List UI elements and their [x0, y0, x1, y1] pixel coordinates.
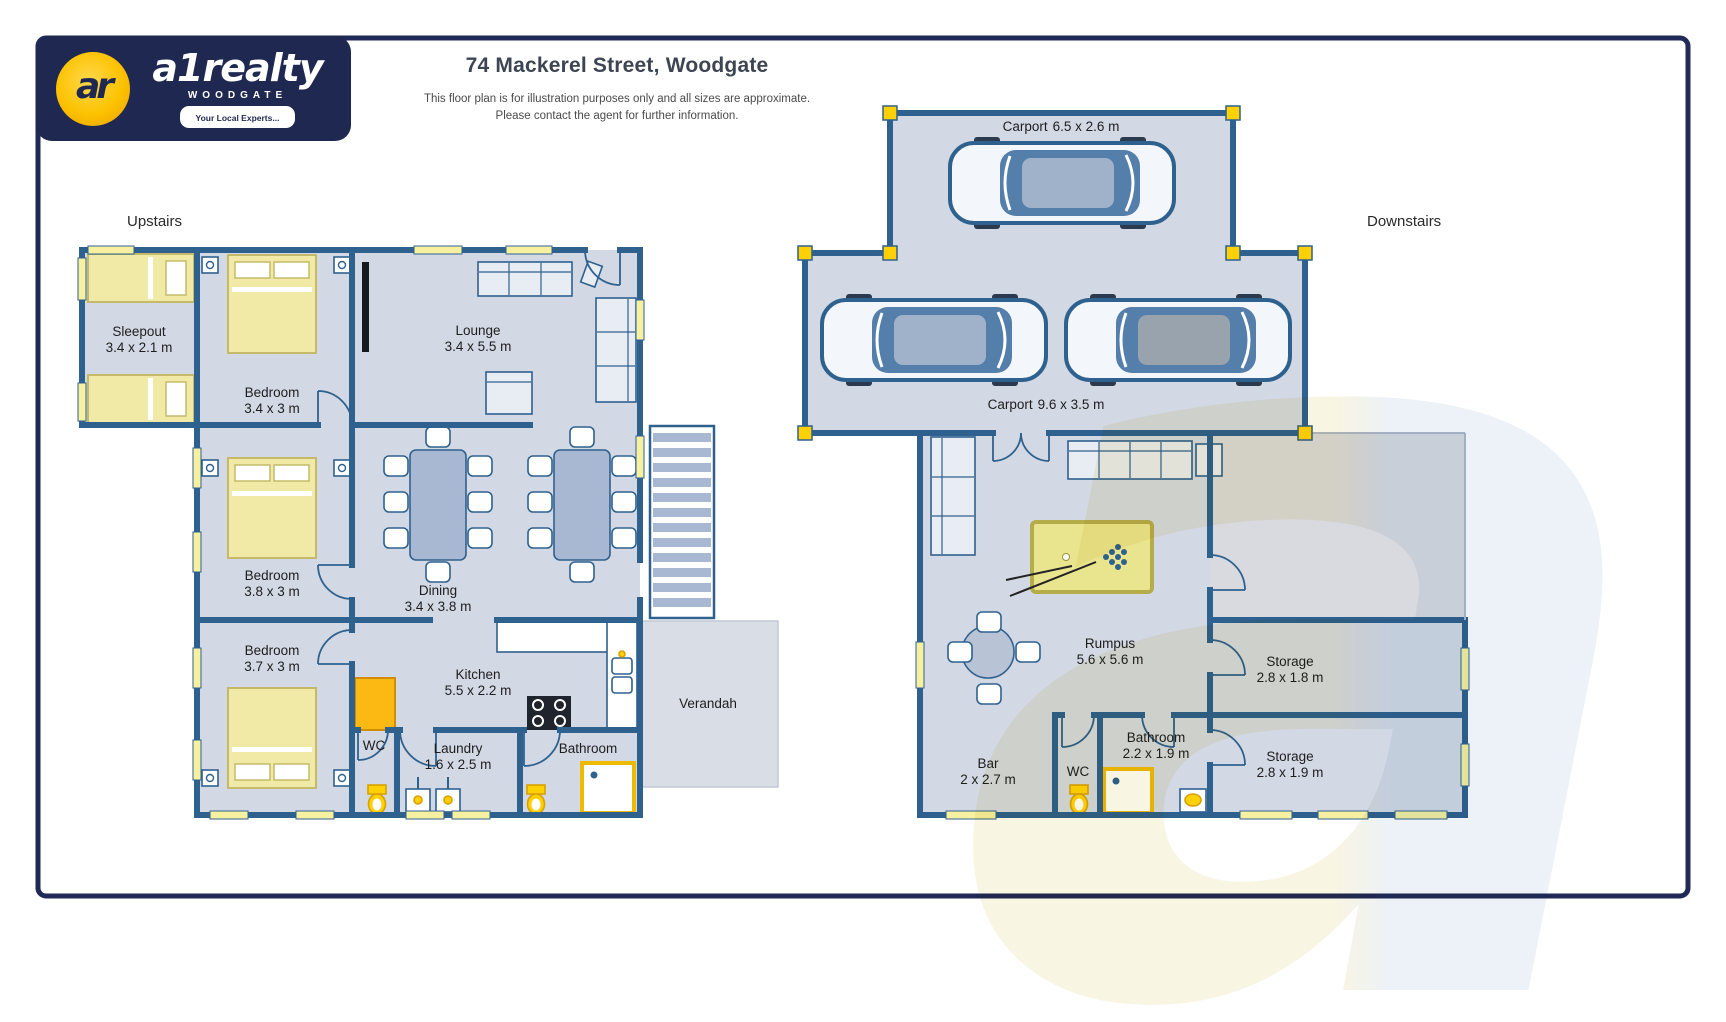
tv-icon: [362, 262, 369, 352]
room-label: WC: [363, 738, 386, 753]
logo-text: a1realty WOODGATE Your Local Experts...: [144, 49, 331, 128]
lounge-furniture: [362, 260, 637, 415]
disclaimer-line1: This floor plan is for illustration purp…: [423, 93, 811, 105]
sink-icon: [611, 657, 633, 675]
shower-icon: [580, 761, 636, 815]
windows: [77, 245, 645, 820]
floor-label-downstairs: Downstairs: [1367, 213, 1442, 230]
windows: [915, 641, 1470, 820]
pool-table-icon: [1005, 520, 1154, 597]
toilet-icon: [367, 784, 387, 815]
room-label: Bathroom: [559, 741, 618, 756]
carport-posts: [797, 105, 1313, 441]
brand-name: a1realty: [152, 46, 323, 90]
page-title: 74 Mackerel Street, Woodgate: [465, 54, 769, 77]
upstairs-walls: [79, 247, 643, 818]
brand-tagline: Your Local Experts...: [195, 113, 280, 123]
border-frame: [35, 35, 1691, 899]
stairs: [648, 424, 716, 620]
doors: [992, 432, 1246, 766]
sink-icon: [611, 676, 633, 694]
patio-edge: [1305, 432, 1466, 620]
doors: [317, 249, 621, 767]
brand-tagline-pill: Your Local Experts...: [179, 106, 296, 128]
patio-slab: [1210, 433, 1465, 620]
verandah-deck: [639, 620, 779, 788]
kitchen-bench: [606, 621, 638, 731]
room-label: Verandah: [679, 696, 737, 711]
brand-logo: ar a1realty WOODGATE Your Local Experts.…: [36, 36, 351, 141]
brand-watermark: a: [955, 6, 1670, 1022]
bedroom3-furniture: [201, 687, 351, 789]
wet-area-fixtures: [367, 761, 636, 815]
dining-furniture: [383, 426, 637, 583]
sleepout-beds: [87, 253, 195, 424]
logo-monogram: ar: [75, 66, 114, 107]
bedroom2-furniture: [201, 457, 351, 559]
disclaimer-line2: Please contact the agent for further inf…: [495, 109, 739, 122]
downstairs-walls: [802, 110, 1468, 818]
header: 74 Mackerel Street, Woodgate This floor …: [397, 54, 837, 124]
brand-region: WOODGATE: [187, 90, 288, 101]
round-table-icon: [947, 611, 1041, 705]
toilet-icon: [526, 784, 546, 815]
room-label: WC: [1067, 764, 1090, 779]
floor-label-upstairs: Upstairs: [127, 213, 183, 230]
logo-monogram-icon: ar: [56, 51, 130, 126]
fridge-icon: [354, 677, 396, 731]
bedroom1-furniture: [201, 254, 351, 354]
kitchen-fixtures: [354, 621, 638, 731]
